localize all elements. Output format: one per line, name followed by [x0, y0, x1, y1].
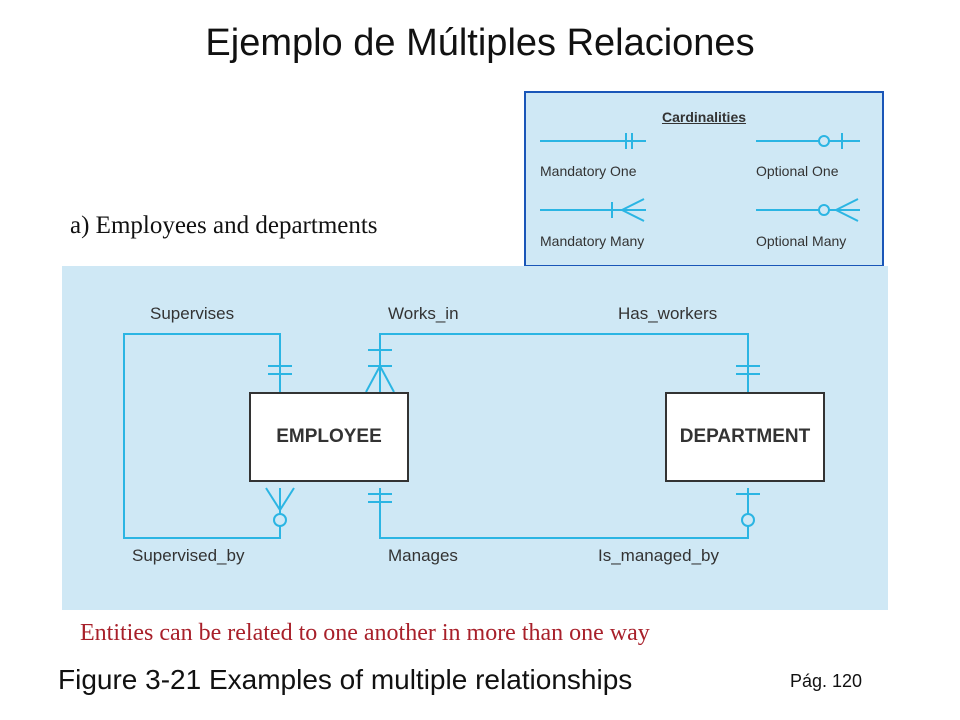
page-reference: Pág. 120 [790, 671, 863, 691]
mandatory-one-symbol [540, 133, 646, 149]
legend-symbols [540, 133, 860, 222]
explanatory-note: Entities can be related to one another i… [80, 620, 650, 646]
slide-title: Ejemplo de Múltiples Relaciones [205, 22, 755, 64]
relationship-lines [123, 333, 760, 539]
optional-one-symbol [756, 133, 860, 149]
works-in-line [365, 333, 760, 393]
rel-manages: Manages [388, 546, 458, 565]
supervises-line [123, 333, 295, 539]
rel-is-managed-by: Is_managed_by [598, 546, 719, 565]
rel-supervises: Supervises [150, 304, 235, 323]
entity-employee: EMPLOYEE [249, 392, 409, 482]
manages-line [368, 488, 760, 539]
legend-title: Cardinalities [661, 109, 747, 125]
entity-department: DEPARTMENT [665, 392, 825, 482]
optional-many-symbol [756, 198, 860, 222]
legend-optional-many: Optional Many [756, 233, 847, 249]
legend-optional-one: Optional One [756, 163, 839, 179]
rel-works-in: Works_in [388, 304, 459, 323]
er-diagram: EMPLOYEE DEPARTMENT Supervises Supervise… [62, 266, 888, 610]
rel-has-workers: Has_workers [618, 304, 718, 323]
rel-supervised-by: Supervised_by [132, 546, 245, 565]
mandatory-many-symbol [540, 198, 646, 222]
cardinality-legend: Cardinalities [524, 91, 884, 267]
legend-mandatory-one: Mandatory One [540, 163, 637, 179]
diagram-subtitle: a) Employees and departments [70, 212, 378, 239]
figure-caption: Figure 3-21 Examples of multiple relatio… [58, 664, 633, 695]
legend-mandatory-many: Mandatory Many [540, 233, 645, 249]
